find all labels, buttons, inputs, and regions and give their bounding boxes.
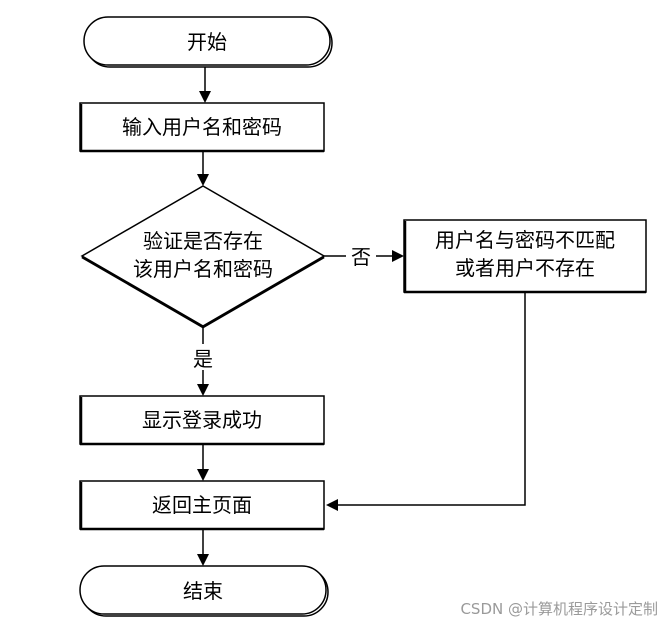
arrowhead — [197, 554, 209, 566]
arrowhead — [392, 250, 404, 262]
input-node: 输入用户名和密码 — [79, 102, 325, 153]
edge-decision-to-success: 是 — [188, 326, 218, 396]
edge-success-to-home — [197, 444, 209, 481]
start-label: 开始 — [187, 30, 227, 54]
edge-mismatch-to-home — [326, 292, 526, 511]
success-label: 显示登录成功 — [142, 408, 262, 432]
arrowhead — [197, 469, 209, 481]
edge-input-to-decision — [197, 151, 209, 186]
arrowhead — [197, 384, 209, 396]
watermark-text: CSDN @计算机程序设计定制 — [460, 600, 658, 618]
decision-label-line2: 该用户名和密码 — [133, 257, 273, 281]
input-label: 输入用户名和密码 — [122, 115, 282, 139]
success-node: 显示登录成功 — [79, 395, 325, 446]
arrowhead — [326, 499, 338, 511]
edge-decision-to-mismatch: 否 — [324, 244, 404, 269]
mismatch-node: 用户名与密码不匹配 或者用户不存在 — [403, 219, 647, 294]
arrowhead — [197, 174, 209, 186]
edge-home-to-end — [197, 529, 209, 566]
mismatch-label-line2: 或者用户不存在 — [455, 256, 595, 280]
home-node: 返回主页面 — [79, 480, 325, 531]
start-node: 开始 — [83, 16, 333, 68]
edge-start-to-input — [199, 67, 211, 103]
end-label: 结束 — [183, 579, 223, 603]
yes-label: 是 — [193, 347, 213, 371]
arrowhead — [199, 91, 211, 103]
decision-label-line1: 验证是否存在 — [143, 229, 263, 253]
decision-node: 验证是否存在 该用户名和密码 — [80, 185, 326, 329]
no-label: 否 — [351, 245, 371, 269]
end-node: 结束 — [79, 565, 329, 617]
mismatch-label-line1: 用户名与密码不匹配 — [435, 228, 615, 252]
home-label: 返回主页面 — [152, 493, 252, 517]
